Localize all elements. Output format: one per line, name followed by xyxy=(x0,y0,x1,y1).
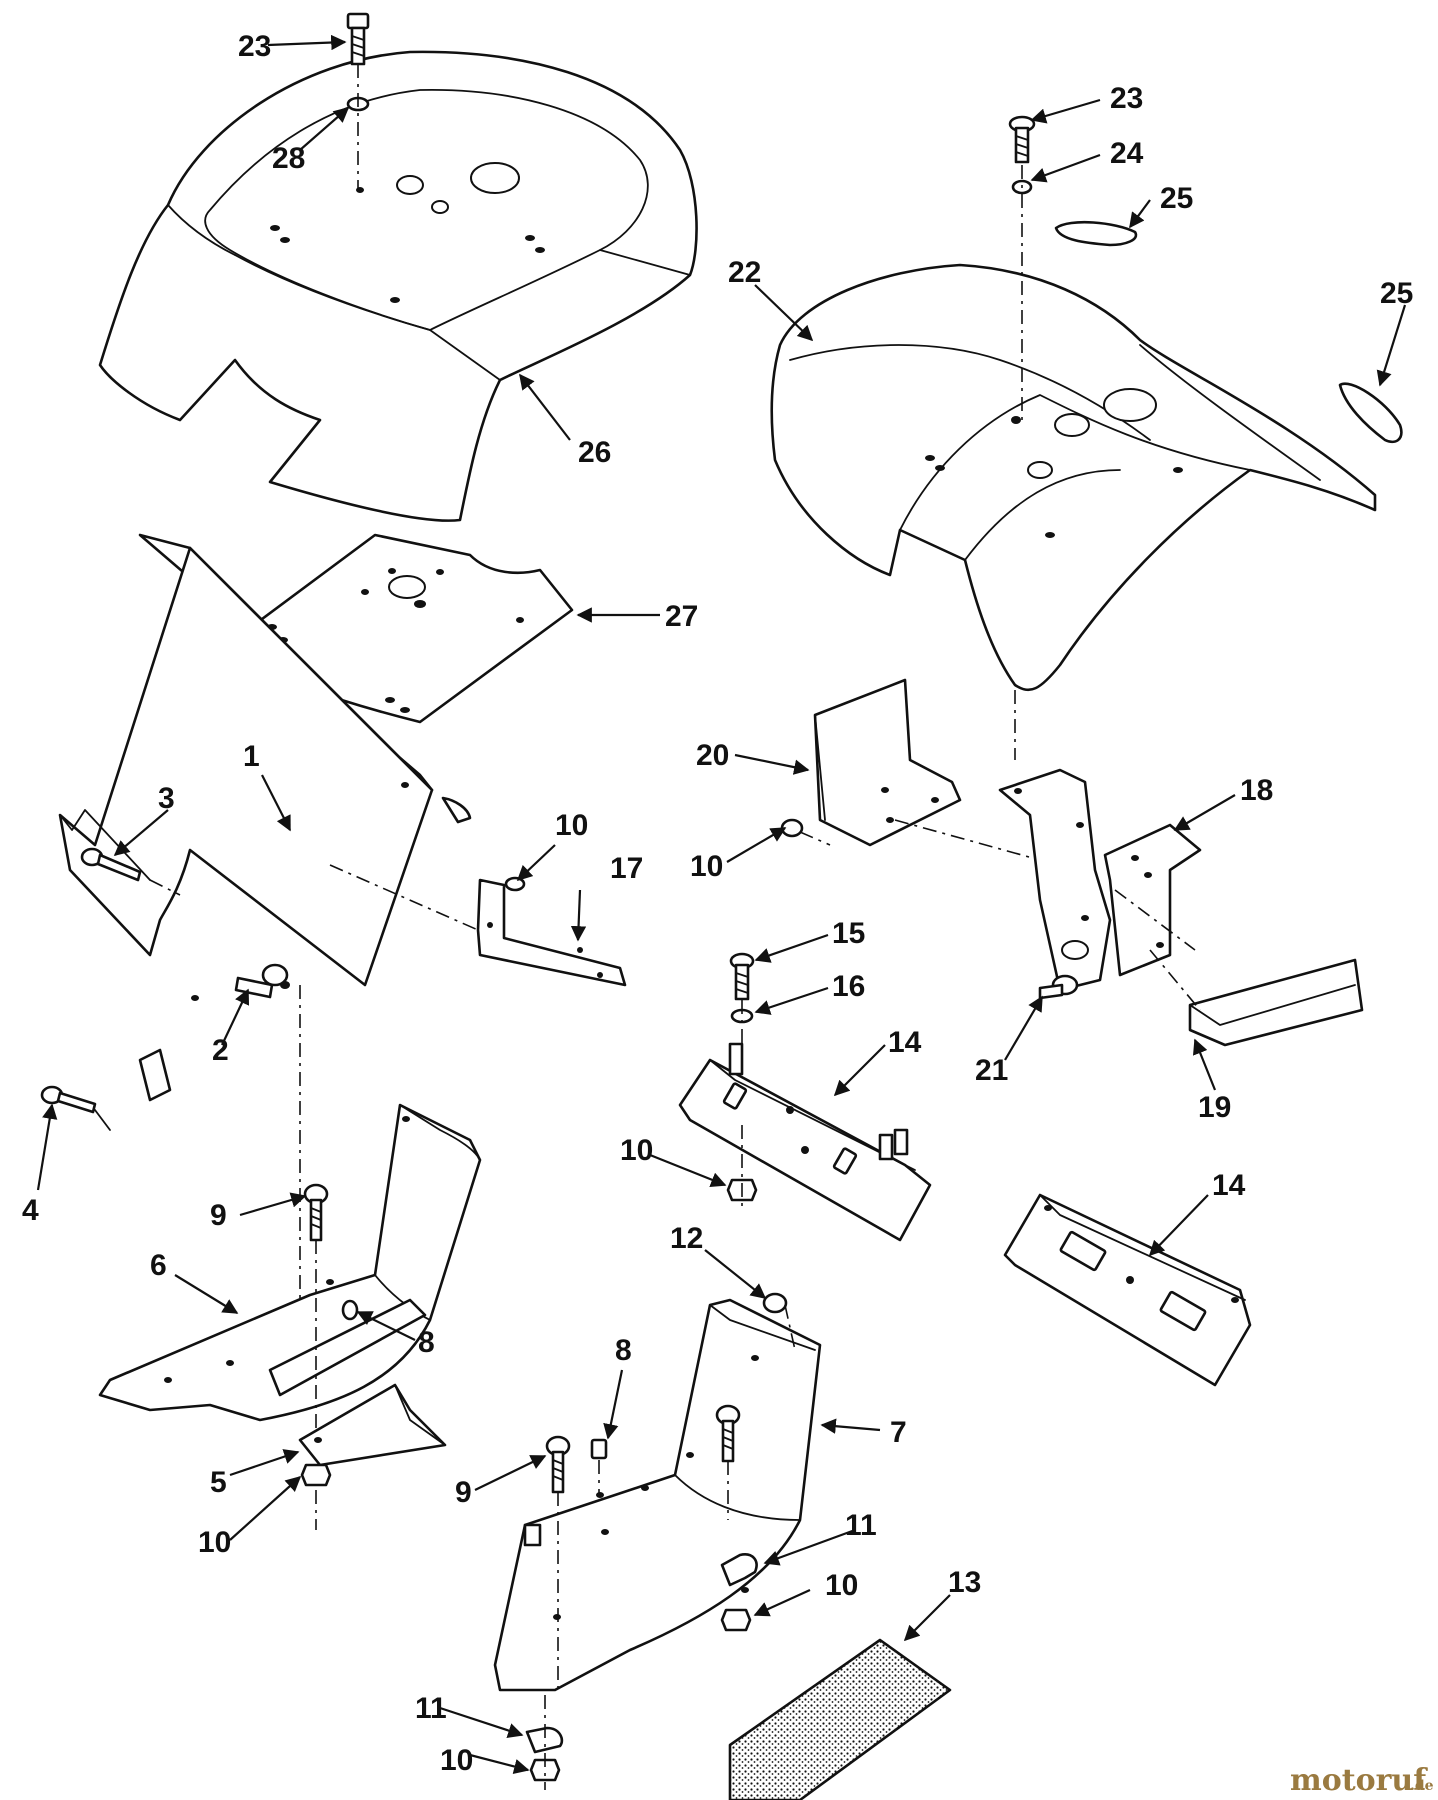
callout-2: 2 xyxy=(212,1034,229,1067)
bracket-20 xyxy=(780,678,1041,861)
callout-23: 23 xyxy=(238,30,271,63)
callout-1: 1 xyxy=(243,740,260,773)
mat-13 xyxy=(728,1638,952,1800)
bolt-9-left xyxy=(303,1183,329,1440)
callout-5: 5 xyxy=(210,1466,227,1499)
channel-14-lower xyxy=(1003,1193,1252,1387)
callout-8b: 8 xyxy=(615,1334,632,1367)
callout-3: 3 xyxy=(158,782,175,815)
callout-19: 19 xyxy=(1198,1091,1231,1124)
callout-4: 4 xyxy=(22,1194,39,1227)
callout-9a: 9 xyxy=(210,1199,227,1232)
callout-28: 28 xyxy=(272,142,305,175)
callout-10b: 10 xyxy=(690,850,723,883)
bracket-center xyxy=(998,768,1112,1000)
callout-10a: 10 xyxy=(555,809,588,842)
callout-10e: 10 xyxy=(825,1569,858,1602)
callout-15: 15 xyxy=(832,917,865,950)
callout-labels: 23 28 26 27 23 24 25 22 25 1 3 2 4 10 17… xyxy=(22,30,1413,1777)
callout-17: 17 xyxy=(610,852,643,885)
pan-1 xyxy=(58,533,472,1102)
channel-14-upper xyxy=(678,1042,932,1242)
callout-10c: 10 xyxy=(620,1134,653,1167)
callout-26: 26 xyxy=(578,436,611,469)
callout-10f: 10 xyxy=(440,1744,473,1777)
callout-21: 21 xyxy=(975,1054,1008,1087)
callout-25b: 25 xyxy=(1380,277,1413,310)
callout-10d: 10 xyxy=(198,1526,231,1559)
callout-8a: 8 xyxy=(418,1326,435,1359)
callout-11a: 11 xyxy=(845,1509,877,1542)
bolt-23-right xyxy=(1008,115,1036,760)
callout-18: 18 xyxy=(1240,774,1273,807)
callout-16: 16 xyxy=(832,970,865,1003)
callout-22: 22 xyxy=(728,256,761,289)
callout-7: 7 xyxy=(890,1416,907,1449)
watermark-brand: motoruf xyxy=(1290,1763,1428,1798)
fender-22 xyxy=(770,263,1377,691)
callout-23b: 23 xyxy=(1110,82,1143,115)
leader-lines xyxy=(36,34,1407,1774)
lens-25 xyxy=(1054,220,1403,444)
watermark-suffix: .de xyxy=(1410,1778,1434,1794)
fender-26 xyxy=(98,50,698,522)
callout-20: 20 xyxy=(696,739,729,772)
callout-14b: 14 xyxy=(1212,1169,1246,1202)
callout-24: 24 xyxy=(1110,137,1144,170)
callout-14a: 14 xyxy=(888,1026,922,1059)
callout-13: 13 xyxy=(948,1566,981,1599)
callout-25: 25 xyxy=(1160,182,1193,215)
bracket-19 xyxy=(1149,949,1364,1047)
callout-27: 27 xyxy=(665,600,698,633)
callout-12: 12 xyxy=(670,1222,703,1255)
fasteners-7 xyxy=(525,1292,796,1790)
watermark: motoruf .de xyxy=(1290,1763,1434,1798)
bolt-15 xyxy=(726,952,758,1210)
footrest-7 xyxy=(493,1298,822,1692)
bolt-23-left xyxy=(346,12,370,190)
callout-6: 6 xyxy=(150,1249,167,1282)
bracket-5 xyxy=(298,1383,447,1530)
callout-11b: 11 xyxy=(415,1692,447,1725)
callout-9b: 9 xyxy=(455,1476,472,1509)
